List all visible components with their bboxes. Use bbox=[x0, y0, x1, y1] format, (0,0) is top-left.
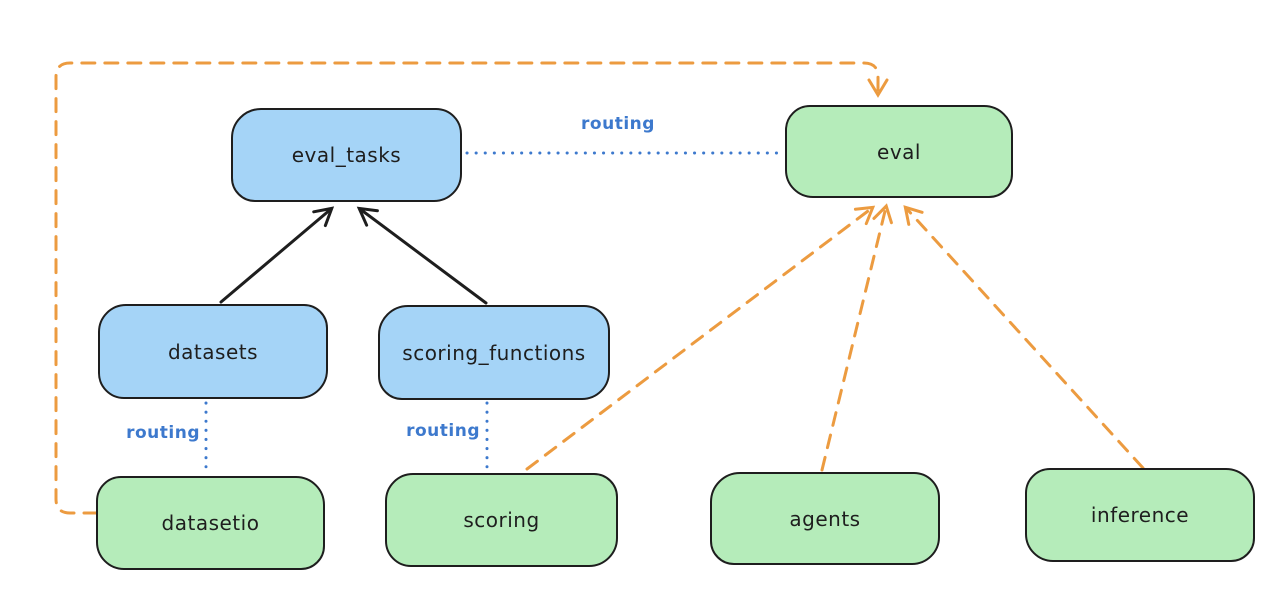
node-datasetio-label: datasetio bbox=[161, 511, 260, 535]
node-eval-label: eval bbox=[877, 139, 921, 164]
node-inference: inference bbox=[1025, 468, 1255, 562]
node-scoring-functions-label: scoring_functions bbox=[402, 340, 586, 365]
node-datasets-label: datasets bbox=[167, 339, 259, 364]
node-eval-tasks: eval_tasks bbox=[231, 108, 462, 202]
edge-scoring-to-eval bbox=[525, 205, 876, 471]
edge-datasets-to-eval-tasks bbox=[219, 206, 335, 304]
node-eval-tasks-label: eval_tasks bbox=[291, 143, 402, 167]
edge-scoring-functions-to-eval-tasks bbox=[356, 206, 488, 305]
node-scoring: scoring bbox=[385, 473, 618, 567]
node-eval: eval bbox=[785, 105, 1013, 198]
edge-agents-to-eval bbox=[820, 203, 893, 472]
node-scoring-label: scoring bbox=[463, 508, 540, 532]
edge-datasetio-to-eval bbox=[54, 61, 889, 515]
node-scoring-functions: scoring_functions bbox=[378, 305, 610, 400]
routing-label-datasets-datasetio: routing bbox=[126, 423, 200, 443]
node-agents-label: agents bbox=[789, 506, 861, 531]
routing-label-scoring-functions-scoring: routing bbox=[406, 421, 480, 441]
edge-inference-to-eval bbox=[903, 205, 1145, 470]
routing-label-eval-tasks-eval: routing bbox=[581, 114, 655, 134]
node-inference-label: inference bbox=[1090, 503, 1190, 527]
node-datasets: datasets bbox=[98, 304, 328, 399]
node-datasetio: datasetio bbox=[96, 476, 325, 570]
node-agents: agents bbox=[710, 472, 940, 565]
